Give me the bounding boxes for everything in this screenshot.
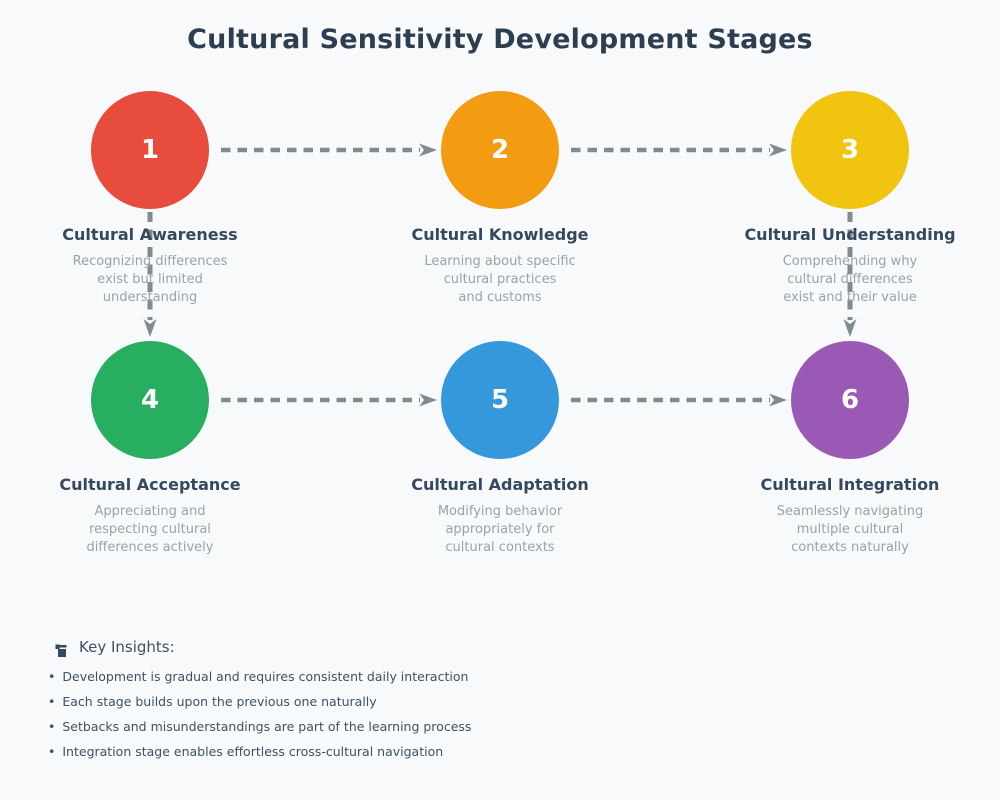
bullet-marker: • — [48, 744, 56, 759]
insight-item: • Each stage builds upon the previous one… — [48, 689, 471, 714]
stage-4-title: Cultural Acceptance — [59, 475, 241, 494]
stage-3-description: Comprehending why cultural differences e… — [782, 254, 918, 305]
stage-2-title: Cultural Knowledge — [411, 225, 589, 244]
stage-6-circle: 6 — [791, 341, 909, 459]
bullet-marker: • — [48, 669, 56, 684]
stage-5-number: 5 — [490, 385, 510, 415]
insight-item: • Development is gradual and requires con… — [48, 664, 471, 689]
arrowhead-5-6 — [769, 393, 787, 407]
stage-2-description: Learning about specific cultural practic… — [424, 254, 576, 305]
insight-text: Setbacks and misunderstandings are part … — [62, 719, 472, 734]
stage-1-number: 1 — [140, 135, 160, 165]
key-insights-header: Key Insights: — [55, 637, 175, 657]
stage-6-number: 6 — [840, 385, 860, 415]
stage-5-description: Modifying behavior appropriately for cul… — [437, 504, 563, 555]
insight-text: Each stage builds upon the previous one … — [62, 694, 377, 709]
bullet-marker: • — [48, 719, 56, 734]
stage-4-description: Appreciating and respecting cultural dif… — [86, 504, 214, 555]
page-title: Cultural Sensitivity Development Stages — [187, 24, 813, 55]
stage-3-title: Cultural Understanding — [744, 225, 956, 244]
stage-1-circle: 1 — [91, 91, 209, 209]
stage-5: 5 Cultural Adaptation Modifying behavior… — [350, 341, 650, 557]
stage-2: 2 Cultural Knowledge Learning about spec… — [350, 91, 650, 307]
stage-2-circle: 2 — [441, 91, 559, 209]
stage-5-circle: 5 — [441, 341, 559, 459]
insight-item: • Setbacks and misunderstandings are part… — [48, 714, 471, 739]
arrowhead-4-5 — [419, 393, 437, 407]
arrowhead-1-2 — [419, 143, 437, 157]
insight-text: Development is gradual and requires cons… — [62, 669, 469, 684]
stage-4-number: 4 — [140, 385, 160, 415]
stage-3-number: 3 — [840, 135, 860, 165]
key-insights-list: • Development is gradual and requires con… — [48, 664, 471, 764]
insight-text: Integration stage enables effortless cro… — [62, 744, 444, 759]
arrowhead-1-4 — [143, 319, 157, 337]
stage-6-title: Cultural Integration — [760, 475, 940, 494]
insight-item: • Integration stage enables effortless cr… — [48, 739, 471, 764]
bullet-marker: • — [48, 694, 56, 709]
arrowhead-2-3 — [769, 143, 787, 157]
stage-6-description: Seamlessly navigating multiple cultural … — [776, 504, 924, 555]
stage-4: 4 Cultural Acceptance Appreciating and r… — [0, 341, 300, 557]
stage-2-number: 2 — [490, 135, 510, 165]
stage-1-description: Recognizing differences exist but limite… — [72, 254, 228, 305]
stage-3: 3 Cultural Understanding Comprehending w… — [700, 91, 1000, 307]
stage-1: 1 Cultural Awareness Recognizing differe… — [0, 91, 300, 307]
arrowhead-3-6 — [843, 319, 857, 337]
stage-1-title: Cultural Awareness — [62, 225, 238, 244]
stage-4-circle: 4 — [91, 341, 209, 459]
stage-5-title: Cultural Adaptation — [411, 475, 589, 494]
lightbulb-icon — [55, 644, 67, 657]
key-insights-heading: Key Insights: — [79, 638, 175, 656]
stage-3-circle: 3 — [791, 91, 909, 209]
stage-6: 6 Cultural Integration Seamlessly naviga… — [700, 341, 1000, 557]
